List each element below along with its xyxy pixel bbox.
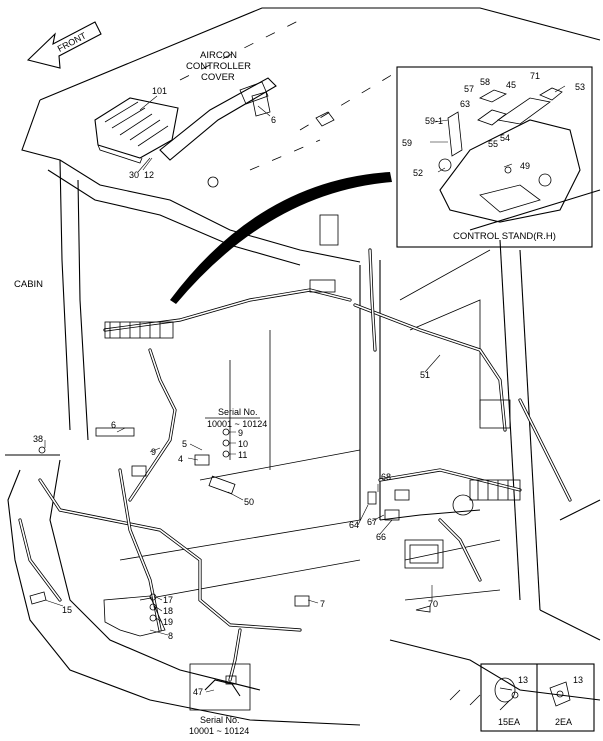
serial-callout-1-line1: Serial No.: [218, 407, 258, 417]
aircon-controller-cover: [159, 77, 277, 161]
part-ref-10: 10: [238, 439, 248, 449]
quantity-table: 13 15EA 13 2EA: [480, 663, 595, 732]
part-ref-70: 70: [428, 599, 438, 609]
part-ref-54: 54: [500, 133, 510, 143]
part-ref-9-left: 9: [151, 447, 156, 457]
part-ref-67: 67: [367, 517, 377, 527]
part-ref-38: 38: [33, 434, 43, 444]
part-ref-59-1: 59-1: [425, 116, 443, 126]
control-stand-caption: CONTROL STAND(R.H): [453, 231, 556, 242]
cabin-label: CABIN: [14, 279, 43, 290]
control-stand-inset: [396, 66, 593, 248]
front-arrow: FRONT: [26, 21, 102, 69]
part-ref-57: 57: [464, 84, 474, 94]
cabin-roof: [21, 7, 601, 266]
part-ref-18: 18: [163, 606, 173, 616]
part-ref-45: 45: [506, 80, 516, 90]
part-ref-50: 50: [244, 497, 254, 507]
serial-callout-2-line1: Serial No.: [200, 715, 240, 725]
qty-box-1-qty: 15EA: [498, 717, 520, 727]
part-ref-6-mid: 6: [111, 420, 116, 430]
cabin-body: [5, 159, 601, 726]
part-ref-4: 4: [178, 454, 183, 464]
aircon-caption-line2: CONTROLLER: [186, 61, 251, 72]
part-ref-30: 30: [129, 170, 139, 180]
leader-lines: [44, 95, 441, 693]
components: [29, 111, 521, 637]
part-ref-9-right: 9: [238, 428, 243, 438]
part-ref-101: 101: [152, 86, 167, 96]
part-ref-51: 51: [420, 370, 430, 380]
serial-callout-2: Serial No. 10001 ~ 10124: [189, 663, 251, 736]
part-reference-labels: 101 6 30 12 57 58 45 71 53 59-1 63 59 55…: [33, 71, 585, 697]
part-ref-19: 19: [163, 617, 173, 627]
part-ref-66: 66: [376, 532, 386, 542]
callout-arc: [170, 172, 392, 304]
serial-callout-1-line2: 10001 ~ 10124: [207, 419, 267, 429]
part-ref-59: 59: [402, 138, 412, 148]
part-ref-52: 52: [413, 168, 423, 178]
part-ref-58: 58: [480, 77, 490, 87]
serial-callout-2-line2: 10001 ~ 10124: [189, 726, 249, 736]
part-ref-7: 7: [320, 599, 325, 609]
qty-box-2-qty: 2EA: [555, 717, 572, 727]
part-ref-6-top: 6: [271, 115, 276, 125]
part-ref-68: 68: [381, 472, 391, 482]
part-ref-55: 55: [488, 139, 498, 149]
aircon-caption-line1: AIRCON: [200, 50, 237, 61]
part-ref-15: 15: [62, 605, 72, 615]
part-ref-5: 5: [182, 439, 187, 449]
qty-box-2-ref: 13: [573, 675, 583, 685]
part-ref-71: 71: [530, 71, 540, 81]
part-ref-11: 11: [238, 450, 247, 460]
wiring-harness: [18, 248, 572, 682]
part-ref-47: 47: [193, 687, 203, 697]
aircon-caption-line3: COVER: [201, 72, 235, 83]
part-ref-12: 12: [144, 170, 154, 180]
qty-box-1-ref: 13: [518, 675, 528, 685]
part-ref-49: 49: [520, 161, 530, 171]
serial-callout-1: Serial No. 10001 ~ 10124: [205, 407, 267, 429]
aircon-controller: [94, 97, 179, 164]
part-ref-64: 64: [349, 520, 359, 530]
part-ref-53: 53: [575, 82, 585, 92]
part-ref-63: 63: [460, 99, 470, 109]
washer-stack: [222, 428, 236, 458]
part-ref-8: 8: [168, 631, 173, 641]
part-ref-17: 17: [163, 595, 173, 605]
